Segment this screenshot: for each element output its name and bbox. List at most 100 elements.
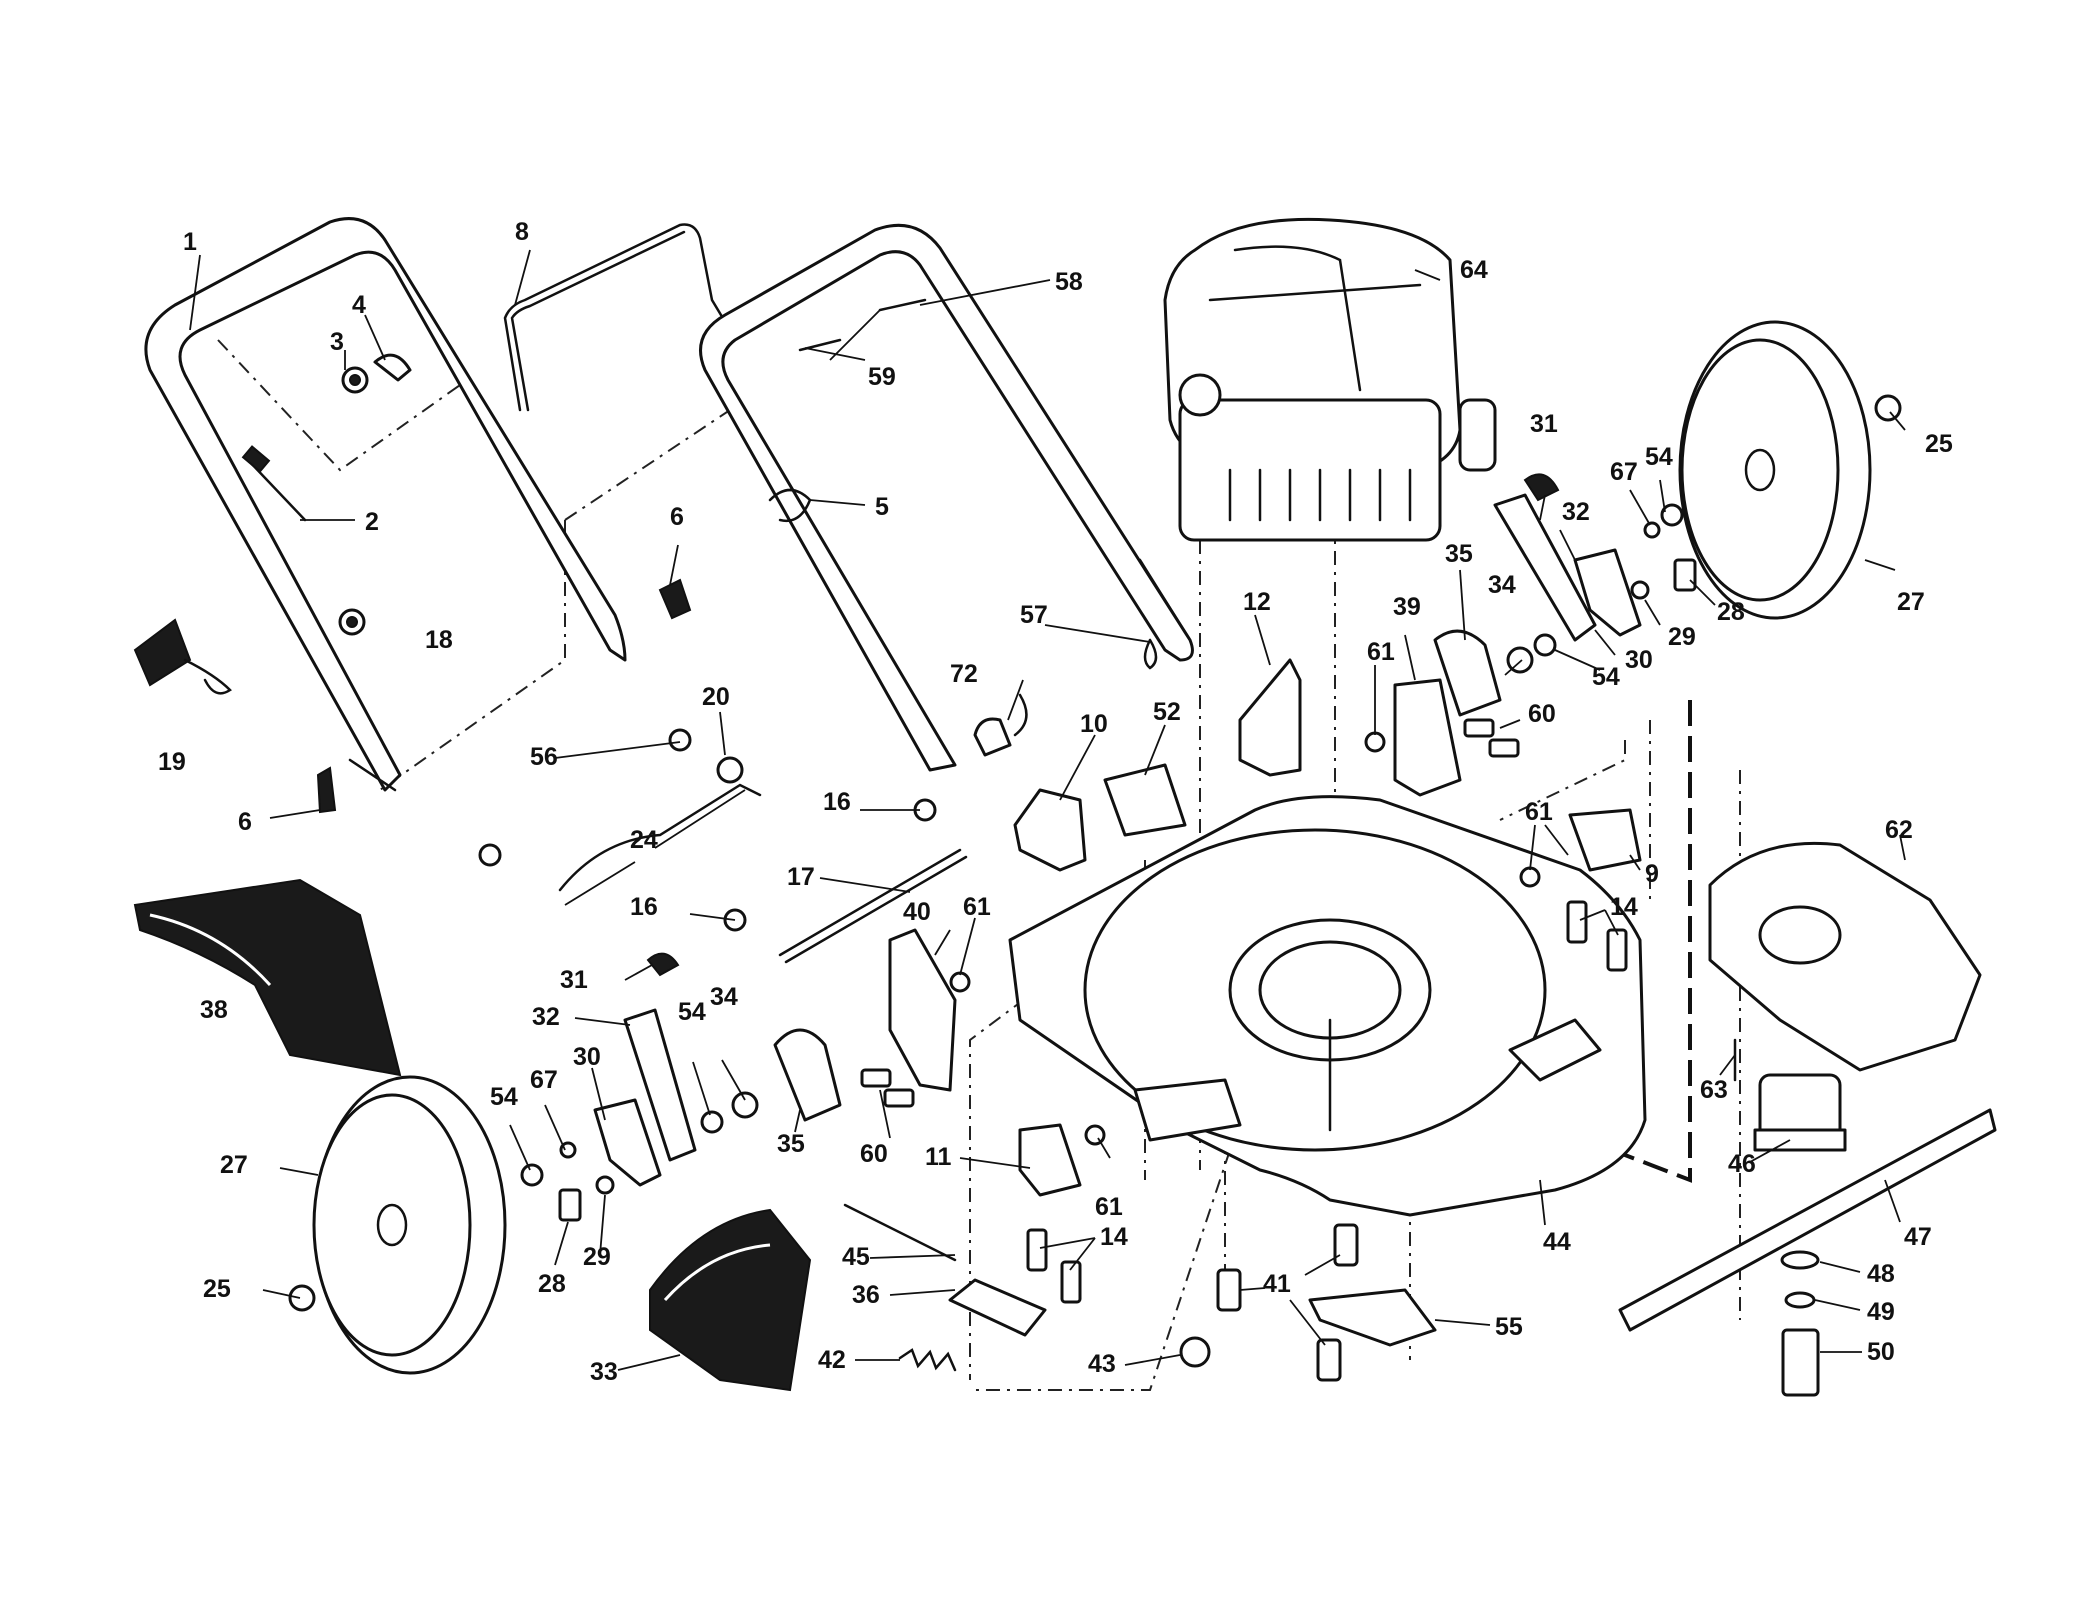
callout-41: 41 bbox=[1263, 1270, 1291, 1298]
callout-6a: 6 bbox=[670, 503, 684, 531]
callout-1: 1 bbox=[183, 228, 197, 256]
callout-34b: 34 bbox=[1488, 571, 1516, 599]
callout-39: 39 bbox=[1393, 593, 1421, 621]
callout-17: 17 bbox=[787, 863, 815, 891]
washers-54 bbox=[520, 503, 1684, 1187]
control-bail bbox=[503, 223, 732, 412]
callout-61a: 61 bbox=[963, 893, 991, 921]
callout-55: 55 bbox=[1495, 1313, 1523, 1341]
callout-59: 59 bbox=[868, 363, 896, 391]
callout-3: 3 bbox=[330, 328, 344, 356]
blade-adapter-62 bbox=[1708, 841, 1982, 1072]
bolts-14 bbox=[1026, 900, 1628, 1304]
cable-clip bbox=[241, 445, 307, 522]
bracket-9 bbox=[1568, 808, 1642, 872]
callout-54d: 54 bbox=[1592, 663, 1620, 691]
spring-42 bbox=[898, 1348, 957, 1372]
callout-54b: 54 bbox=[678, 998, 706, 1026]
callout-64: 64 bbox=[1460, 256, 1488, 284]
callout-61c: 61 bbox=[1525, 798, 1553, 826]
callout-43: 43 bbox=[1088, 1350, 1116, 1378]
callout-14a: 14 bbox=[1100, 1223, 1128, 1251]
callout-19: 19 bbox=[158, 748, 186, 776]
callout-27b: 27 bbox=[1897, 588, 1925, 616]
callout-6b: 6 bbox=[238, 808, 252, 836]
cooling-fins bbox=[1228, 468, 1412, 522]
washer-48 bbox=[1780, 1250, 1820, 1270]
callout-48: 48 bbox=[1867, 1260, 1895, 1288]
callout-18: 18 bbox=[425, 626, 453, 654]
hardware-4 bbox=[373, 353, 412, 382]
callouts: 1 2 3 4 5 6 6 8 9 10 11 12 14 14 16 16 1… bbox=[158, 218, 1953, 1386]
rear-wheel-right bbox=[1678, 320, 1872, 620]
callout-31b: 31 bbox=[1530, 410, 1558, 438]
flap-52 bbox=[1103, 763, 1187, 837]
callout-16b: 16 bbox=[630, 893, 658, 921]
plate-39 bbox=[1393, 678, 1462, 797]
nut-25b bbox=[1874, 394, 1902, 422]
callout-10: 10 bbox=[1080, 710, 1108, 738]
callout-34a: 34 bbox=[710, 983, 738, 1011]
callout-67b: 67 bbox=[1610, 458, 1638, 486]
callout-25a: 25 bbox=[203, 1275, 231, 1303]
bracket-10 bbox=[1013, 788, 1087, 872]
callout-60a: 60 bbox=[860, 1140, 888, 1168]
callout-63: 63 bbox=[1700, 1076, 1728, 1104]
bolts-60 bbox=[860, 718, 1520, 1108]
callout-44: 44 bbox=[1543, 1228, 1571, 1256]
callout-2: 2 bbox=[365, 508, 379, 536]
callout-5: 5 bbox=[875, 493, 889, 521]
callout-40: 40 bbox=[903, 898, 931, 926]
callout-33: 33 bbox=[590, 1358, 618, 1386]
bracket-12 bbox=[1238, 658, 1302, 777]
pulley-46 bbox=[1753, 1073, 1847, 1152]
callout-50: 50 bbox=[1867, 1338, 1895, 1366]
bolt-50 bbox=[1781, 1328, 1820, 1397]
callout-38: 38 bbox=[200, 996, 228, 1024]
upper-handle bbox=[699, 223, 1194, 772]
knob-19 bbox=[133, 618, 232, 695]
callout-36: 36 bbox=[852, 1281, 880, 1309]
callout-14b: 14 bbox=[1610, 893, 1638, 921]
rings-29-67 bbox=[559, 521, 1661, 1195]
axle-17 bbox=[778, 848, 968, 964]
handle-bolts-59 bbox=[798, 298, 927, 352]
callout-30a: 30 bbox=[573, 1043, 601, 1071]
callout-58: 58 bbox=[1055, 268, 1083, 296]
nut-18 bbox=[338, 608, 366, 636]
rear-wheel-left bbox=[312, 1075, 507, 1375]
callout-54c: 54 bbox=[1645, 443, 1673, 471]
callout-72: 72 bbox=[950, 660, 978, 688]
bolts-41 bbox=[1216, 1223, 1359, 1382]
bolt-6a bbox=[658, 578, 692, 620]
washer-49 bbox=[1784, 1291, 1816, 1309]
rod-24 bbox=[558, 783, 762, 892]
pin-57 bbox=[1143, 638, 1158, 670]
callout-9: 9 bbox=[1645, 860, 1659, 888]
callout-57: 57 bbox=[1020, 601, 1048, 629]
rear-flap-38 bbox=[133, 878, 402, 1077]
callout-61d: 61 bbox=[1095, 1193, 1123, 1221]
height-adjuster-left bbox=[593, 1008, 842, 1187]
dark-clip-31b bbox=[1523, 473, 1560, 502]
callout-29a: 29 bbox=[583, 1243, 611, 1271]
callout-25b: 25 bbox=[1925, 430, 1953, 458]
hardware-3 bbox=[341, 366, 369, 394]
spacers-34 bbox=[731, 646, 1534, 1119]
callout-67a: 67 bbox=[530, 1066, 558, 1094]
plate-36 bbox=[948, 1278, 1047, 1337]
plate-40 bbox=[888, 928, 957, 1092]
callout-16a: 16 bbox=[823, 788, 851, 816]
callout-12: 12 bbox=[1243, 588, 1271, 616]
callout-31a: 31 bbox=[560, 966, 588, 994]
lower-handle bbox=[144, 217, 627, 792]
callout-4: 4 bbox=[352, 291, 366, 319]
callout-60b: 60 bbox=[1528, 700, 1556, 728]
mower-deck bbox=[1008, 795, 1647, 1217]
engine bbox=[1163, 217, 1497, 542]
callout-30b: 30 bbox=[1625, 646, 1653, 674]
callout-11: 11 bbox=[925, 1143, 952, 1171]
callout-20: 20 bbox=[702, 683, 730, 711]
bolts-28 bbox=[558, 558, 1697, 1222]
